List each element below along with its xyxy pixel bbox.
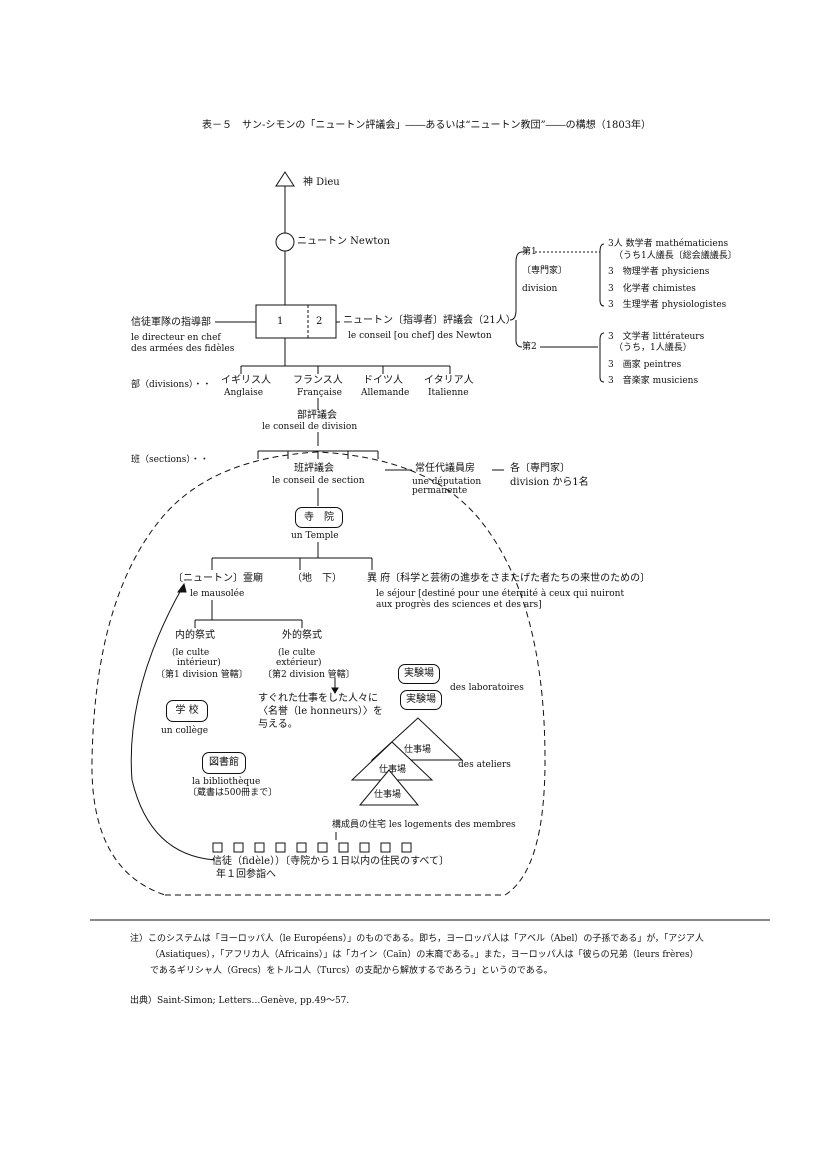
outer-rite-note: 〔第2 division 管轄〕: [263, 670, 355, 680]
library-box: 図書館: [202, 752, 246, 774]
newton-circle: [275, 232, 295, 252]
workshops-fr: des ateliers: [458, 760, 511, 770]
honors-line-2: 〈名誉（le honneurs）〉を: [258, 706, 383, 717]
box2-label: 2: [316, 316, 323, 327]
section-council-fr: le conseil de section: [272, 476, 365, 486]
school-box: 学 校: [166, 700, 208, 722]
mausoleum-label: 〔ニュートン〕霊廟: [173, 573, 263, 584]
elysium-fr-1: le séjour [destiné pour une éternité à c…: [376, 589, 625, 599]
div1-item: 3 化学者 chimistes: [608, 284, 696, 294]
honors-line-1: すぐれた仕事をした人々に: [258, 693, 378, 704]
each-label-2: division から1名: [510, 477, 589, 488]
div2-item: 3 音楽家 musiciens: [608, 376, 699, 386]
school-fr: un collège: [161, 726, 209, 736]
elysium-label: 異 府〔科学と芸術の進歩をさまたげた者たちの来世のための〕: [367, 573, 651, 584]
library-note: 〔蔵書は500冊まで〕: [188, 788, 278, 798]
div1-label-c: division: [522, 284, 558, 294]
sections-label: 班（sections）・・: [131, 455, 209, 465]
library-fr: la bibliothèque: [192, 777, 261, 787]
inner-rite-label: 内的祭式: [175, 630, 215, 641]
temple-fr: un Temple: [291, 531, 339, 541]
outer-rite-label: 外的祭式: [282, 630, 322, 641]
inner-rite-fr-1: (le culte: [172, 648, 210, 658]
workshop-label-2: 仕事場: [379, 765, 407, 775]
laboratory-box-1: 実験場: [398, 664, 440, 684]
mausoleum-fr: le mausolée: [190, 589, 245, 599]
inner-rite-note: 〔第1 division 管轄〕: [156, 670, 248, 680]
footnote-line-2: （Asiatiques），「アフリカ人（Africains）」は「カイン（Caï…: [150, 950, 699, 960]
divisions-label: 部（divisions）・・: [131, 380, 212, 390]
god-label: 神 Dieu: [303, 177, 340, 188]
box1-label: 1: [277, 316, 284, 327]
div1-item: 3人 数学者 mathématiciens: [608, 239, 729, 249]
footnote-line-3: であるギリシャ人（Grecs）をトルコ人（Turcs）の支配から解放するであろう…: [150, 966, 553, 976]
houses-row: [212, 842, 412, 853]
workshop-triangle-3: [358, 769, 420, 806]
nation-fr: Française: [297, 388, 342, 398]
div1-item: 3 物理学者 physiciens: [608, 267, 710, 277]
yearly-visit-label: 年１回参詣へ: [216, 869, 276, 880]
div2-item: （うち，1人議長）: [614, 343, 692, 353]
outer-rite-fr-2: extérieur): [276, 658, 322, 668]
council-label: ニュートン〔指導者〕評議会（21人）: [343, 315, 516, 326]
div2-label: 第2: [522, 342, 537, 352]
dashed-dome: [91, 451, 546, 896]
council-box: [255, 304, 337, 339]
permanent-fr-1: une députation: [412, 477, 482, 487]
div2-item: 3 文学者 littérateurs: [608, 332, 705, 342]
housing-label: 構成員の住宅 les logements des membres: [332, 820, 516, 830]
div1-item: （うち1人議長〔総会議議長〕: [614, 251, 737, 261]
nation-jp: イタリア人: [424, 375, 474, 386]
section-council-label: 班評議会: [294, 463, 334, 474]
honors-line-3: 与える。: [258, 719, 298, 730]
elysium-fr-2: aux progrès des sciences et des ars]: [376, 600, 542, 610]
division-council-fr: le conseil de division: [262, 422, 358, 432]
permanent-fr-2: permanente: [412, 486, 468, 496]
inner-rite-fr-2: intérieur): [177, 658, 221, 668]
temple-box: 寺 院: [295, 507, 343, 528]
laboratories-fr: des laboratoires: [450, 683, 524, 693]
nation-jp: フランス人: [293, 375, 343, 386]
each-label: 各〔専門家〕: [510, 463, 570, 474]
div1-label-b: 〔専門家〕: [522, 266, 568, 276]
nation-fr: Italienne: [428, 388, 469, 398]
nation-fr: Anglaise: [224, 388, 264, 398]
laboratory-box-2: 実験場: [400, 690, 442, 710]
god-triangle: [275, 171, 295, 187]
leaders-fr-2: des armées des fidèles: [131, 344, 235, 354]
nation-jp: イギリス人: [221, 375, 271, 386]
council-fr-label: le conseil [ou chef] des Newton: [348, 331, 492, 341]
page-title: 表－５ サン-シモンの「ニュートン評議会」――あるいは“ニュートン教団”――の構…: [202, 120, 652, 131]
newton-label: ニュートン Newton: [297, 236, 390, 247]
source-line: 出典）Saint-Simon; Letters…Genève, pp.49～57…: [130, 996, 350, 1006]
nation-fr: Allemande: [361, 388, 410, 398]
workshop-label-3: 仕事場: [374, 790, 402, 800]
div1-item: 3 生理学者 physiologistes: [608, 300, 727, 310]
division-council-label: 部評議会: [297, 410, 337, 421]
footnote-line-1: 注）このシステムは「ヨーロッパ人（le Européens）」のものである。即ち…: [130, 934, 704, 944]
outer-rite-fr-1: (le culte: [278, 648, 316, 658]
div1-label-a: 第1: [522, 247, 537, 257]
permanent-label: 常任代議員房: [415, 463, 475, 474]
div2-item: 3 画家 peintres: [608, 360, 682, 370]
believers-label: 信徒（fidèle））〔寺院から１日以内の住民のすべて〕: [212, 856, 450, 867]
leaders-label: 信徒軍隊の指導部: [131, 317, 211, 328]
underground-label: （地 下）: [292, 573, 342, 584]
workshop-label-1: 仕事場: [404, 745, 432, 755]
leaders-fr-1: le directeur en chef: [131, 333, 221, 343]
nation-jp: ドイツ人: [363, 375, 403, 386]
